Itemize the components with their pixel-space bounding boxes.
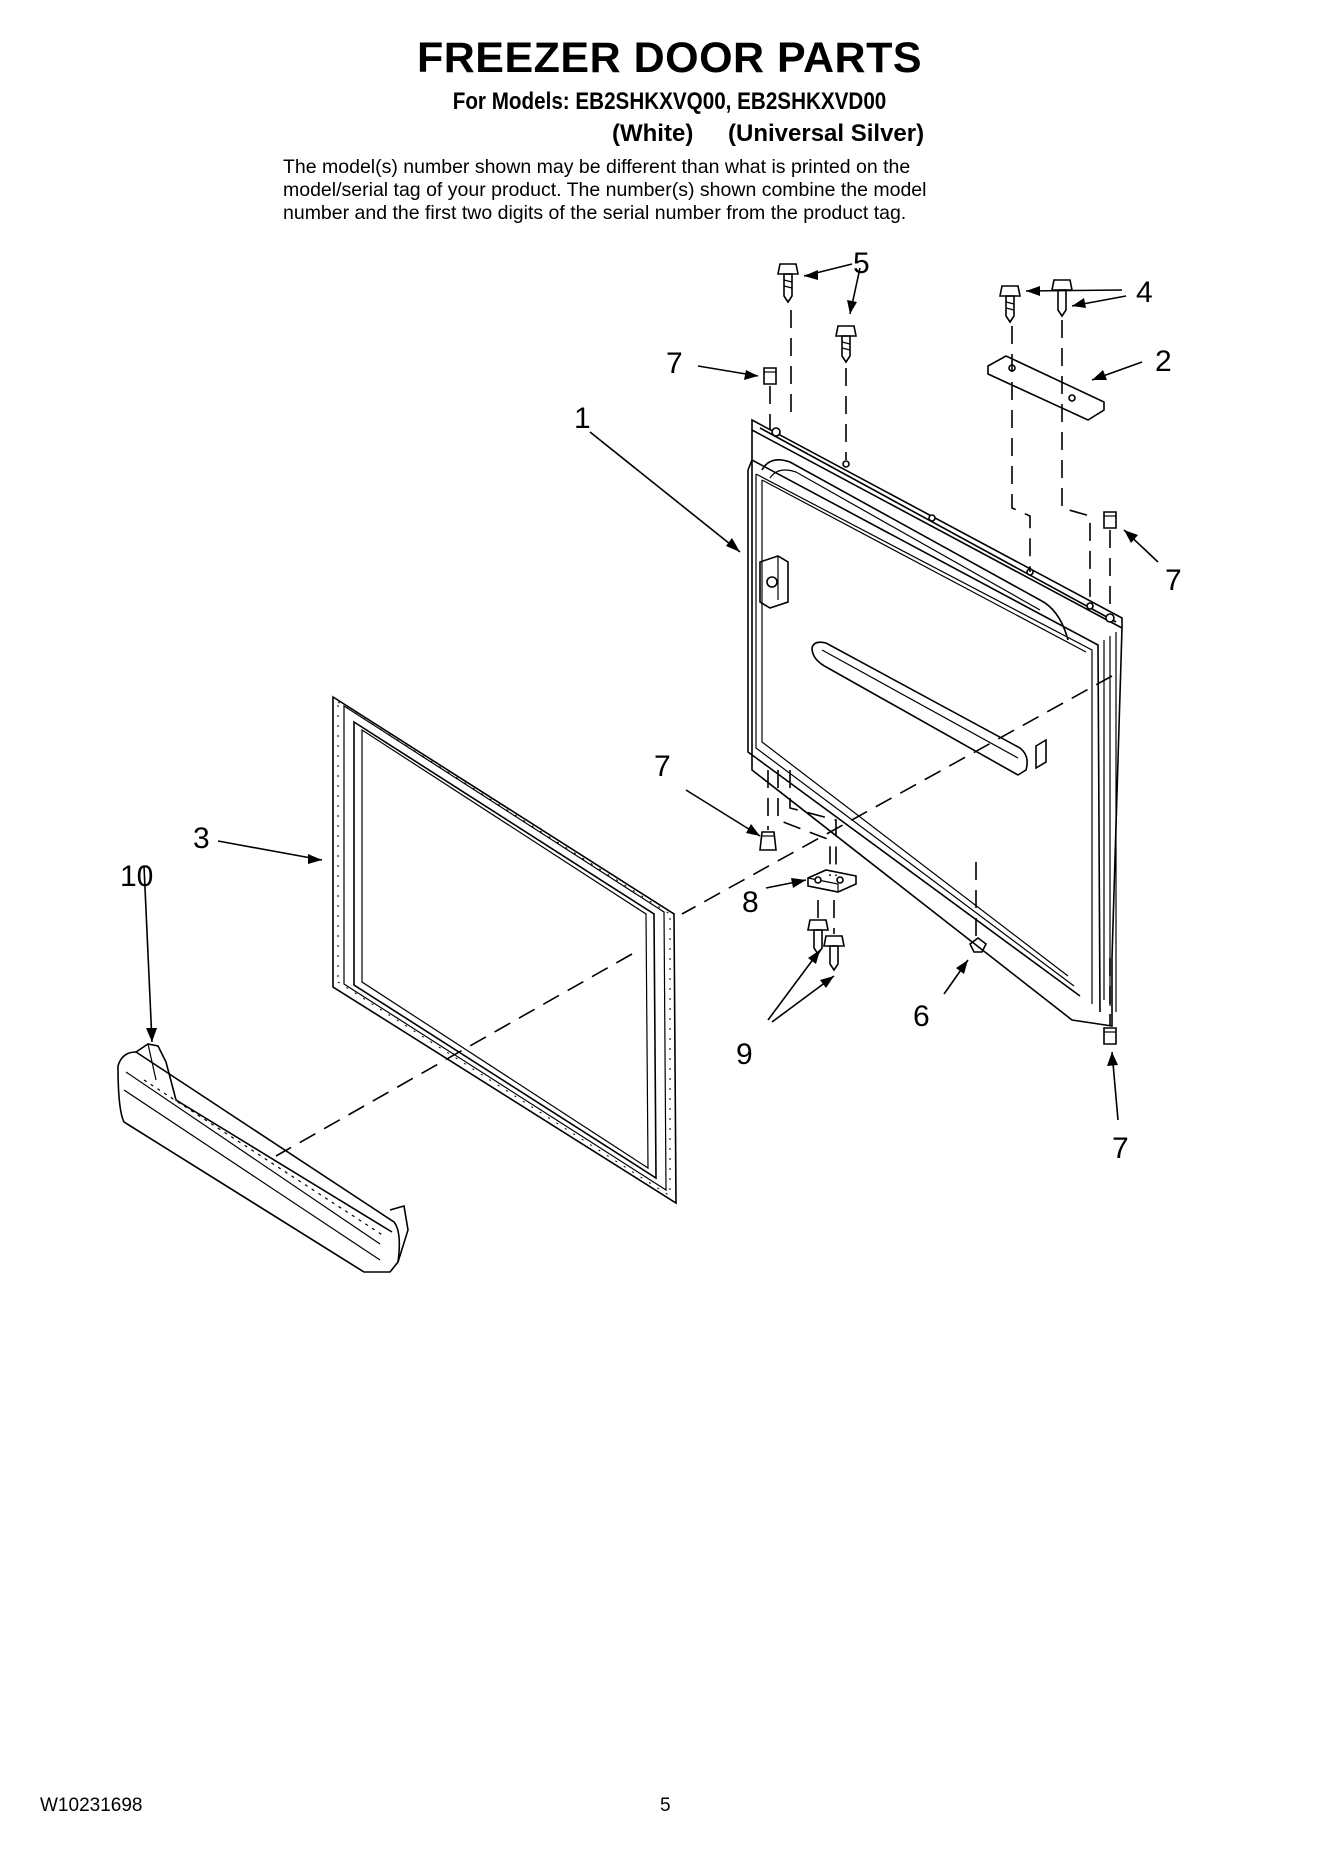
callout-bushing-bottom-left: 7 (654, 750, 671, 783)
callout-door: 1 (574, 402, 591, 435)
model-note-line-3: number and the first two digits of the s… (283, 202, 907, 224)
variant-white: (White) (612, 120, 694, 147)
callout-door-bin: 10 (120, 860, 153, 893)
screw-bottom-b (823, 935, 845, 972)
callout-bushing-top-left: 7 (666, 347, 683, 380)
callout-bottom-bracket: 8 (742, 886, 759, 919)
hinge-cover (987, 355, 1105, 421)
bushing-bottom-right (1103, 1027, 1117, 1045)
screw-top-left-a (777, 263, 799, 304)
door-bin (117, 1043, 409, 1273)
callout-screw-bottom: 9 (736, 1038, 753, 1071)
callout-gasket: 3 (193, 822, 210, 855)
model-note: The model(s) number shown may be differe… (283, 156, 1083, 225)
bushing-top-left (763, 367, 777, 385)
bottom-bracket (807, 869, 857, 893)
callout-bushing-right: 7 (1165, 564, 1182, 597)
assembly-lines (275, 310, 1113, 1157)
screw-top-right-a (999, 285, 1021, 324)
leader-arrows (143, 263, 1159, 1121)
callout-plug: 6 (913, 1000, 930, 1033)
callout-screw-top-left: 5 (853, 247, 870, 280)
screw-top-left-b (835, 325, 857, 364)
callout-hinge-cover: 2 (1155, 345, 1172, 378)
page-title: FREEZER DOOR PARTS (416, 34, 923, 82)
plug (968, 937, 988, 953)
screw-top-right-b (1051, 279, 1073, 318)
door-gasket (332, 695, 677, 1205)
model-note-line-1: The model(s) number shown may be differe… (283, 156, 911, 178)
variant-silver: (Universal Silver) (728, 120, 925, 147)
callout-bushing-bottom-right: 7 (1112, 1132, 1129, 1165)
bushing-bottom-left (759, 831, 777, 851)
bushing-right (1103, 511, 1117, 529)
models-line: For Models: EB2SHKXVQ00, EB2SHKXVD00 (452, 88, 887, 115)
freezer-door (747, 418, 1123, 1027)
callout-screw-top-right: 4 (1136, 276, 1153, 309)
callout-labels: 1 2 3 4 5 6 7 7 7 7 8 9 10 (120, 247, 1182, 1165)
page-number: 5 (660, 1795, 671, 1816)
document-number: W10231698 (40, 1795, 143, 1816)
model-note-line-2: model/serial tag of your product. The nu… (283, 179, 927, 201)
